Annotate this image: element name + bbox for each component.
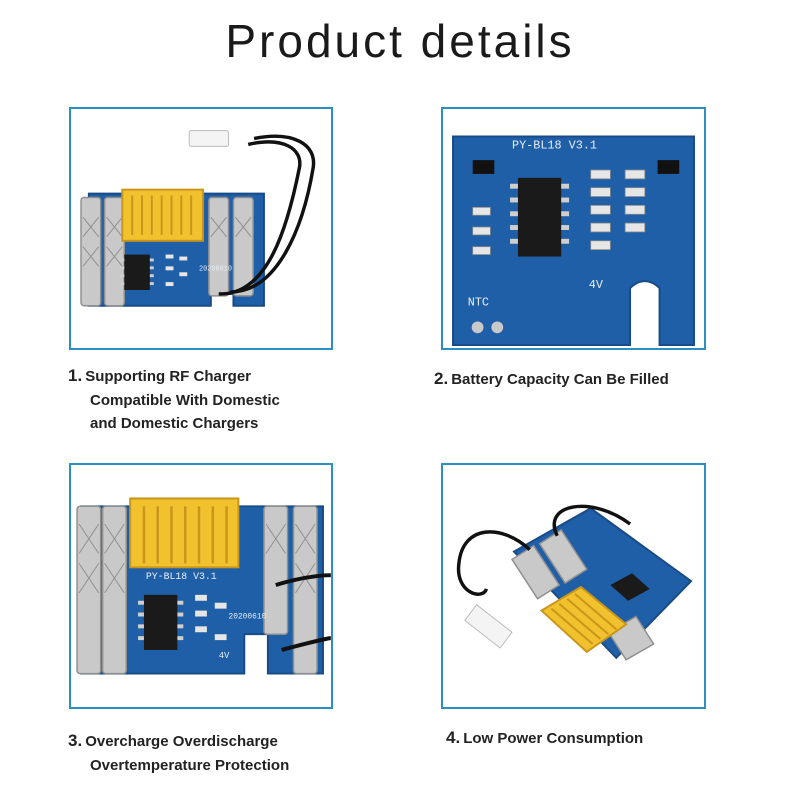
pcb-angled-illustration (443, 465, 704, 707)
board-marking: 20200610 (199, 265, 232, 273)
wire-plug (188, 130, 230, 147)
page-title: Product details (225, 15, 575, 67)
caption-2-line-1: Battery Capacity Can Be Filled (451, 371, 669, 388)
caption-2-number: 2. (434, 369, 449, 388)
connector-block (539, 585, 628, 654)
caption-1: 1.Supporting RF Charger Compatible With … (68, 364, 280, 436)
caption-1-number: 1. (68, 366, 83, 385)
caption-3-line-2: Overtemperature Protection (90, 756, 290, 774)
product-image-board-angled-view (441, 463, 706, 709)
caption-4-number: 4. (446, 728, 461, 747)
date-marking: 20200610 (229, 612, 267, 621)
ic-chip (124, 254, 150, 290)
wire (456, 530, 531, 596)
board-marking: PY-BL18 V3.1 (512, 138, 597, 152)
caption-4-line-1: Low Power Consumption (463, 730, 644, 747)
ic-chip (610, 573, 650, 601)
transistor (472, 160, 495, 174)
product-image-board-front-view: PY-BL18 V3.1 20200610 4V (69, 463, 333, 709)
product-image-board-top-view: 20200610 (69, 107, 333, 350)
caption-1-line-1: Supporting RF Charger (85, 368, 252, 385)
ic-chip (143, 594, 178, 650)
caption-1-line-2: Compatible With Domestic (90, 391, 280, 409)
caption-3-number: 3. (68, 731, 83, 750)
wire (218, 140, 302, 296)
pcb-illustration: 20200610 (71, 109, 331, 348)
wire-plug (464, 603, 513, 649)
caption-2: 2.Battery Capacity Can Be Filled (434, 367, 669, 392)
product-image-board-closeup: PY-BL18 V3.1 NTC 4V (441, 107, 706, 350)
pcb-closeup-illustration: PY-BL18 V3.1 NTC 4V (443, 109, 704, 348)
pcb-front-illustration: PY-BL18 V3.1 20200610 4V (71, 465, 331, 707)
caption-1-line-3: and Domestic Chargers (90, 415, 259, 432)
voltage-label: 4V (589, 278, 604, 292)
terminal-left (80, 196, 254, 307)
wire (275, 573, 331, 587)
board-marking: PY-BL18 V3.1 (146, 571, 217, 582)
caption-3: 3.Overcharge Overdischarge Overtemperatu… (68, 729, 289, 777)
ntc-label: NTC (468, 296, 489, 310)
caption-4: 4.Low Power Consumption (446, 726, 643, 751)
voltage-label: 4V (219, 651, 230, 661)
ic-chip (517, 177, 562, 257)
caption-3-line-1: Overcharge Overdischarge (85, 733, 278, 750)
